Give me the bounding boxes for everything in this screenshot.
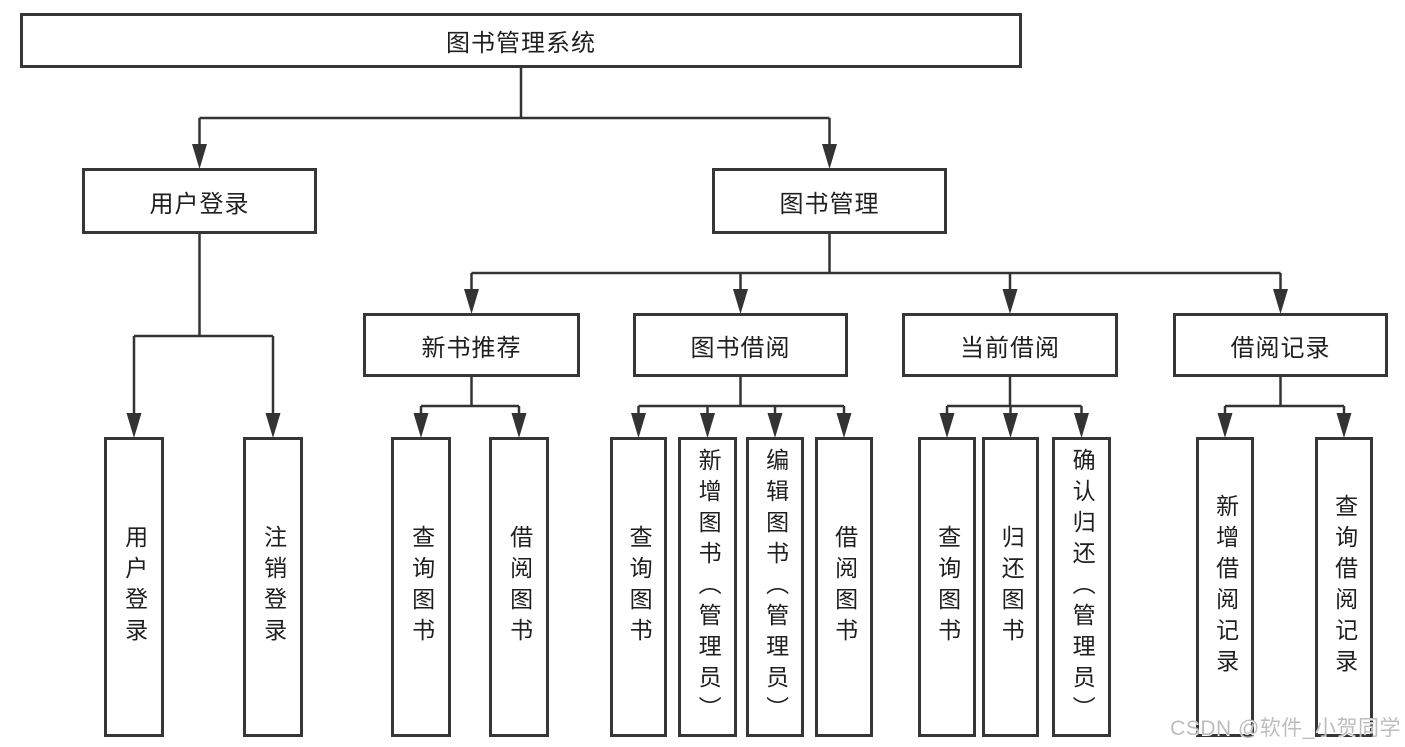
node-user-login: 用户登录 bbox=[82, 168, 317, 234]
node-new-book-rec-label: 新书推荐 bbox=[421, 334, 522, 362]
node-current-borrow-label: 当前借阅 bbox=[960, 334, 1060, 362]
node-new-book-rec: 新书推荐 bbox=[363, 313, 580, 377]
arrowhead-icon bbox=[733, 289, 748, 314]
arrowhead-icon bbox=[836, 413, 852, 438]
arrowhead-icon bbox=[1002, 289, 1018, 314]
arrowhead-icon bbox=[464, 289, 479, 314]
node-bb-borrow-label: 借阅图书 bbox=[831, 525, 858, 649]
node-nb-query: 查询图书 bbox=[391, 437, 451, 737]
arrowhead-icon bbox=[265, 413, 281, 438]
node-login: 用户登录 bbox=[104, 437, 164, 737]
arrowhead-icon bbox=[192, 144, 207, 169]
node-cb-confirm: 确认归还（管理员） bbox=[1052, 437, 1111, 737]
node-br-add: 新增借阅记录 bbox=[1196, 437, 1254, 737]
node-bb-query-label: 查询图书 bbox=[626, 525, 653, 649]
node-book-mgmt: 图书管理 bbox=[712, 168, 947, 234]
arrowhead-icon bbox=[511, 413, 527, 438]
arrowhead-icon bbox=[126, 413, 142, 438]
arrowhead-icon bbox=[1074, 413, 1089, 438]
arrowhead-icon bbox=[767, 413, 783, 438]
node-nb-borrow-label: 借阅图书 bbox=[506, 525, 533, 649]
node-cb-return: 归还图书 bbox=[982, 437, 1039, 737]
node-current-borrow: 当前借阅 bbox=[902, 313, 1118, 377]
arrowhead-icon bbox=[1217, 413, 1233, 438]
node-bb-query: 查询图书 bbox=[610, 437, 667, 737]
arrowhead-icon bbox=[700, 413, 715, 438]
arrowhead-icon bbox=[1273, 289, 1288, 314]
arrowhead-icon bbox=[413, 413, 429, 438]
node-root: 图书管理系统 bbox=[20, 13, 1022, 68]
node-bb-borrow: 借阅图书 bbox=[815, 437, 873, 737]
node-logout: 注销登录 bbox=[243, 437, 303, 737]
node-root-label: 图书管理系统 bbox=[446, 30, 596, 57]
node-br-query: 查询借阅记录 bbox=[1315, 437, 1373, 737]
node-nb-borrow: 借阅图书 bbox=[489, 437, 549, 737]
watermark: CSDN @软件_小贺同学 bbox=[1170, 717, 1401, 740]
node-book-mgmt-label: 图书管理 bbox=[779, 190, 880, 218]
arrowhead-icon bbox=[1336, 413, 1352, 438]
node-cb-query: 查询图书 bbox=[918, 437, 976, 737]
node-login-label: 用户登录 bbox=[121, 525, 148, 649]
node-bb-edit-label: 编辑图书（管理员） bbox=[762, 447, 789, 727]
node-book-borrow: 图书借阅 bbox=[633, 313, 848, 377]
node-bb-add-label: 新增图书（管理员） bbox=[695, 447, 722, 727]
node-borrow-records: 借阅记录 bbox=[1173, 313, 1388, 377]
node-br-add-label: 新增借阅记录 bbox=[1212, 494, 1239, 680]
node-logout-label: 注销登录 bbox=[260, 525, 287, 649]
node-nb-query-label: 查询图书 bbox=[408, 525, 435, 649]
node-user-login-label: 用户登录 bbox=[149, 190, 250, 218]
arrowhead-icon bbox=[631, 413, 646, 438]
node-cb-return-label: 归还图书 bbox=[998, 525, 1025, 649]
node-cb-confirm-label: 确认归还（管理员） bbox=[1069, 447, 1096, 727]
node-br-query-label: 查询借阅记录 bbox=[1331, 494, 1358, 680]
node-cb-query-label: 查询图书 bbox=[934, 525, 961, 649]
arrowhead-icon bbox=[1003, 413, 1018, 438]
node-bb-add: 新增图书（管理员） bbox=[678, 437, 737, 737]
arrowhead-icon bbox=[939, 413, 955, 438]
node-bb-edit: 编辑图书（管理员） bbox=[746, 437, 804, 737]
node-borrow-records-label: 借阅记录 bbox=[1230, 334, 1331, 362]
arrowhead-icon bbox=[822, 144, 837, 169]
node-book-borrow-label: 图书借阅 bbox=[690, 334, 791, 362]
